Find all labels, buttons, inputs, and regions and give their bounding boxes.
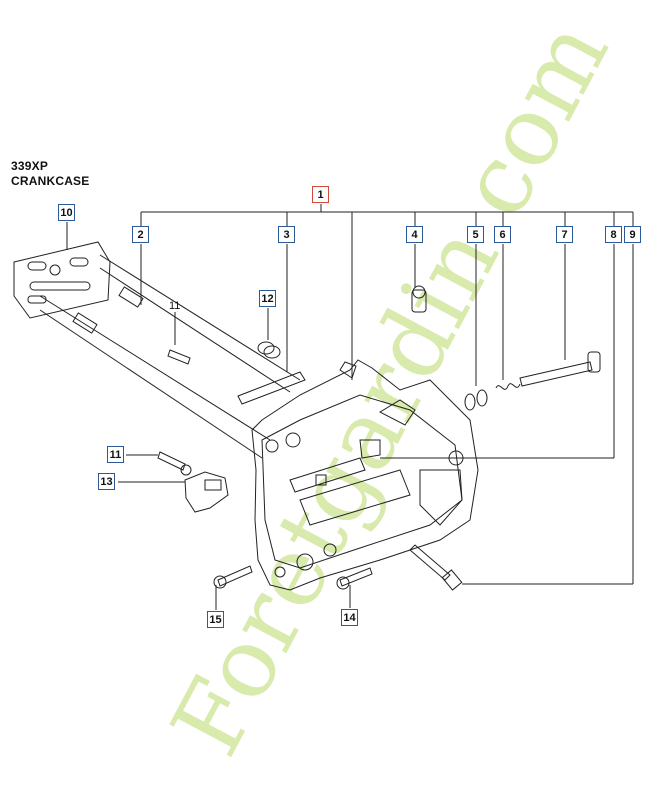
callout-4[interactable]: 4: [406, 226, 423, 243]
callout-15[interactable]: 15: [207, 611, 224, 628]
callout-3[interactable]: 3: [278, 226, 295, 243]
callout-9[interactable]: 9: [624, 226, 641, 243]
callout-13[interactable]: 13: [98, 473, 115, 490]
callout-2[interactable]: 2: [132, 226, 149, 243]
section-title: CRANKCASE: [11, 174, 90, 188]
model-title: 339XP: [11, 159, 49, 173]
callout-6[interactable]: 6: [494, 226, 511, 243]
callout-8[interactable]: 8: [605, 226, 622, 243]
callout-7[interactable]: 7: [556, 226, 573, 243]
callout-10[interactable]: 10: [58, 204, 75, 221]
callout-11[interactable]: 11: [107, 446, 124, 463]
callout-1[interactable]: 1: [312, 186, 329, 203]
callout-5[interactable]: 5: [467, 226, 484, 243]
callout-14[interactable]: 14: [341, 609, 358, 626]
label-part-11-upper: 11: [169, 300, 181, 312]
callout-12[interactable]: 12: [259, 290, 276, 307]
